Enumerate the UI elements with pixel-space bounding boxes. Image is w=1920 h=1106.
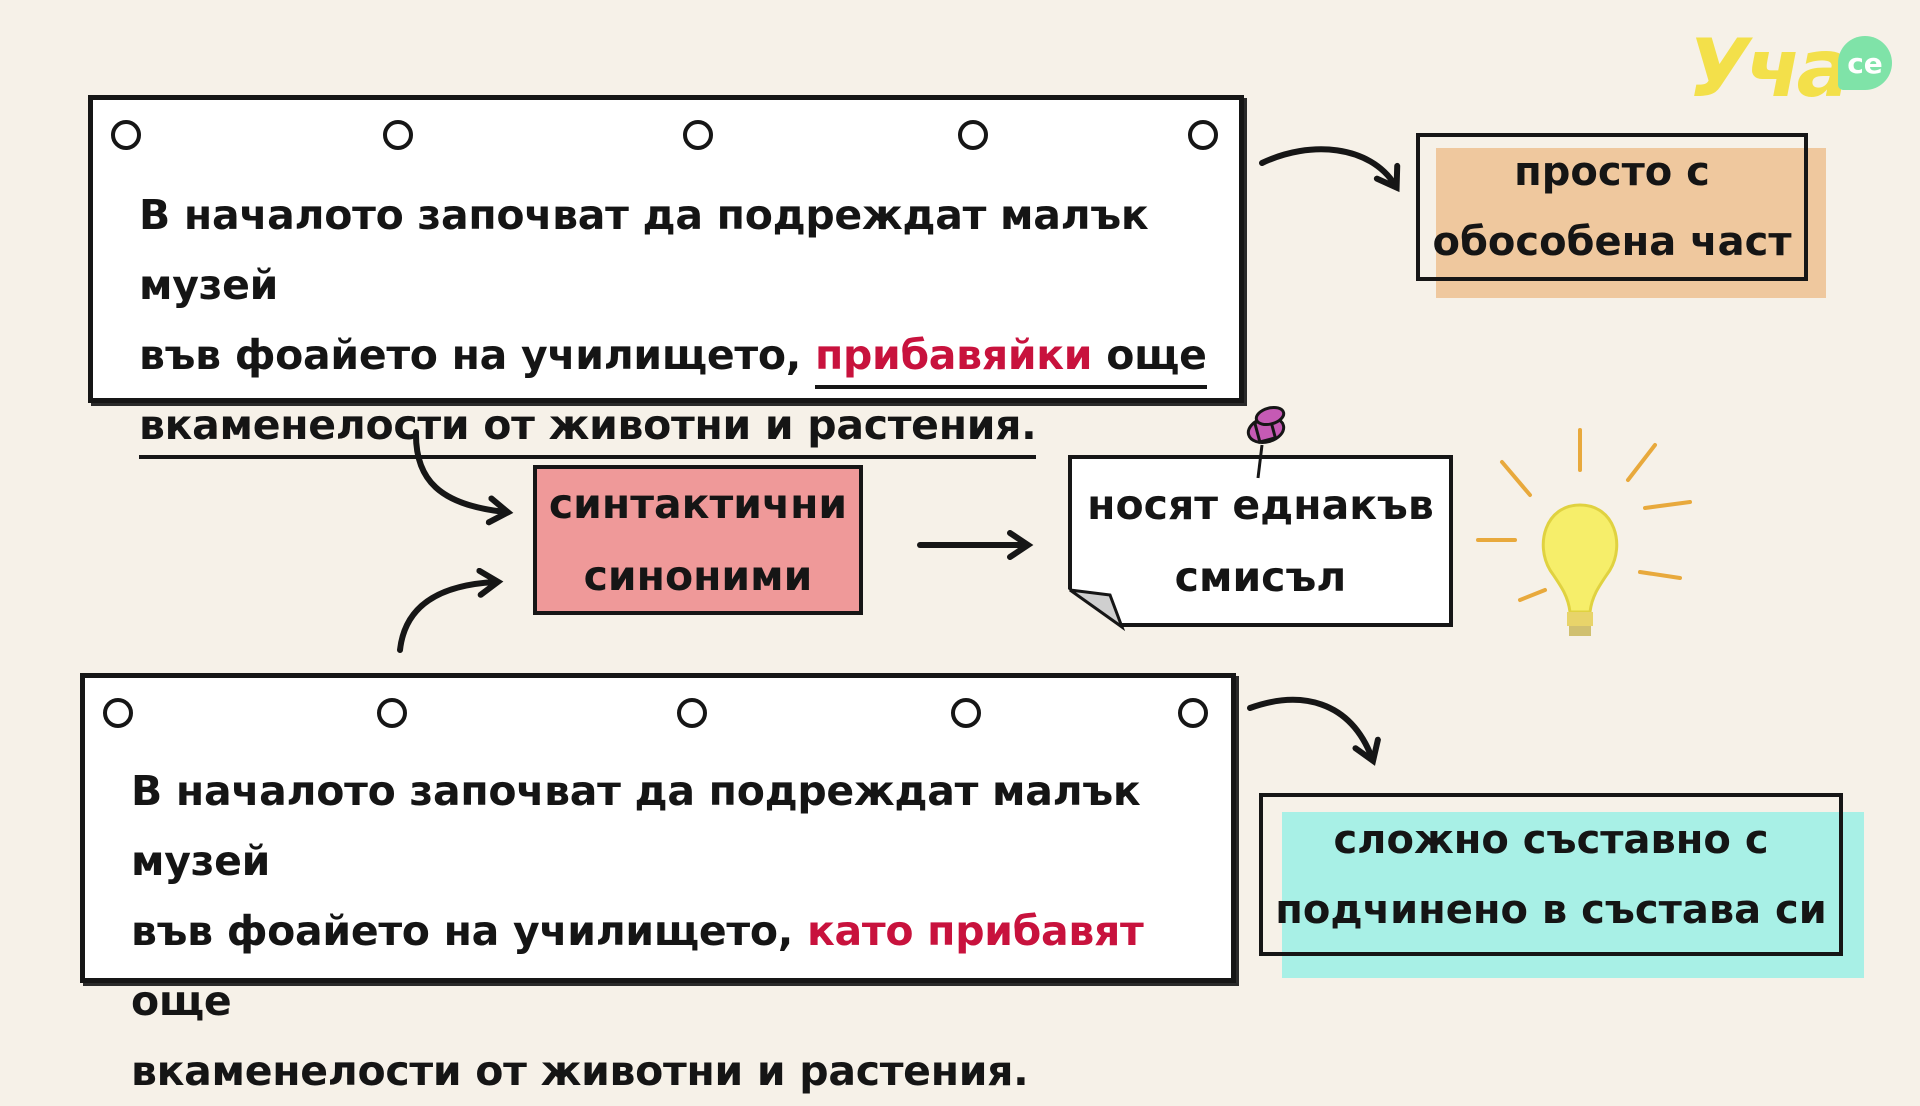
label-complex-line: сложно съставно с <box>1333 816 1769 863</box>
meaning-note: носят еднакъв смисъл <box>1068 455 1453 627</box>
binder-hole <box>958 120 988 150</box>
sentence-line: във фоайето на училището, прибавяйки още <box>139 320 1209 390</box>
label-simple-line: просто с <box>1514 149 1710 195</box>
arrow-icon <box>1247 696 1381 766</box>
binder-hole <box>111 120 141 150</box>
highlighted-word: прибавяйки <box>814 331 1093 379</box>
label-complex: сложно съставно с подчинено в състава си <box>1259 793 1843 956</box>
binder-hole <box>383 120 413 150</box>
syntactic-synonyms-tag: синтактични синоними <box>533 465 863 615</box>
sentence-fragment: във фоайето на училището, <box>139 331 815 379</box>
underlined-phrase: вкаменелости от животни и растения. <box>139 401 1037 459</box>
binder-hole <box>683 120 713 150</box>
binder-hole <box>1178 698 1208 728</box>
sentence-line: вкаменелости от животни и растения. <box>139 390 1209 460</box>
arrow-icon <box>397 567 504 653</box>
tag-line: синоними <box>583 552 813 600</box>
sentence-fragment: още <box>1092 331 1207 379</box>
arrow-icon <box>412 429 514 526</box>
sentence-card-top: В началото започват да подреждат малък м… <box>88 95 1244 459</box>
sentence-fragment: във фоайето на училището, <box>131 907 807 955</box>
lightbulb-icon <box>1476 428 1692 636</box>
brand-logo: Уча <box>1688 22 1851 115</box>
sentence-fragment: още <box>131 977 232 1025</box>
folded-corner <box>1069 588 1126 632</box>
highlighted-word: като прибавят <box>806 907 1144 955</box>
binder-hole <box>103 698 133 728</box>
binder-hole <box>1188 120 1218 150</box>
brand-logo-badge: се <box>1838 36 1892 90</box>
note-line: смисъл <box>1174 553 1347 601</box>
label-shadow-simple <box>1436 148 1826 298</box>
binder-hole <box>677 698 707 728</box>
sentence-line: В началото започват да подреждат малък м… <box>131 767 1141 885</box>
binder-hole <box>951 698 981 728</box>
sentence-text-top: В началото започват да подреждат малък м… <box>139 180 1209 460</box>
tag-line: синтактични <box>548 480 848 528</box>
pushpin-icon <box>1246 405 1286 479</box>
arrow-icon <box>1259 146 1401 193</box>
label-complex-line: подчинено в състава си <box>1275 886 1827 933</box>
sentence-line: В началото започват да подреждат малък м… <box>139 191 1149 309</box>
note-line: носят еднакъв <box>1087 481 1434 529</box>
label-simple-line: обособена част <box>1432 219 1792 265</box>
binder-hole <box>377 698 407 728</box>
label-shadow-complex <box>1282 812 1864 978</box>
decorations <box>397 146 1692 766</box>
sentence-line: във фоайето на училището, като прибавят … <box>131 896 1201 1036</box>
label-simple: просто с обособена част <box>1416 133 1808 281</box>
